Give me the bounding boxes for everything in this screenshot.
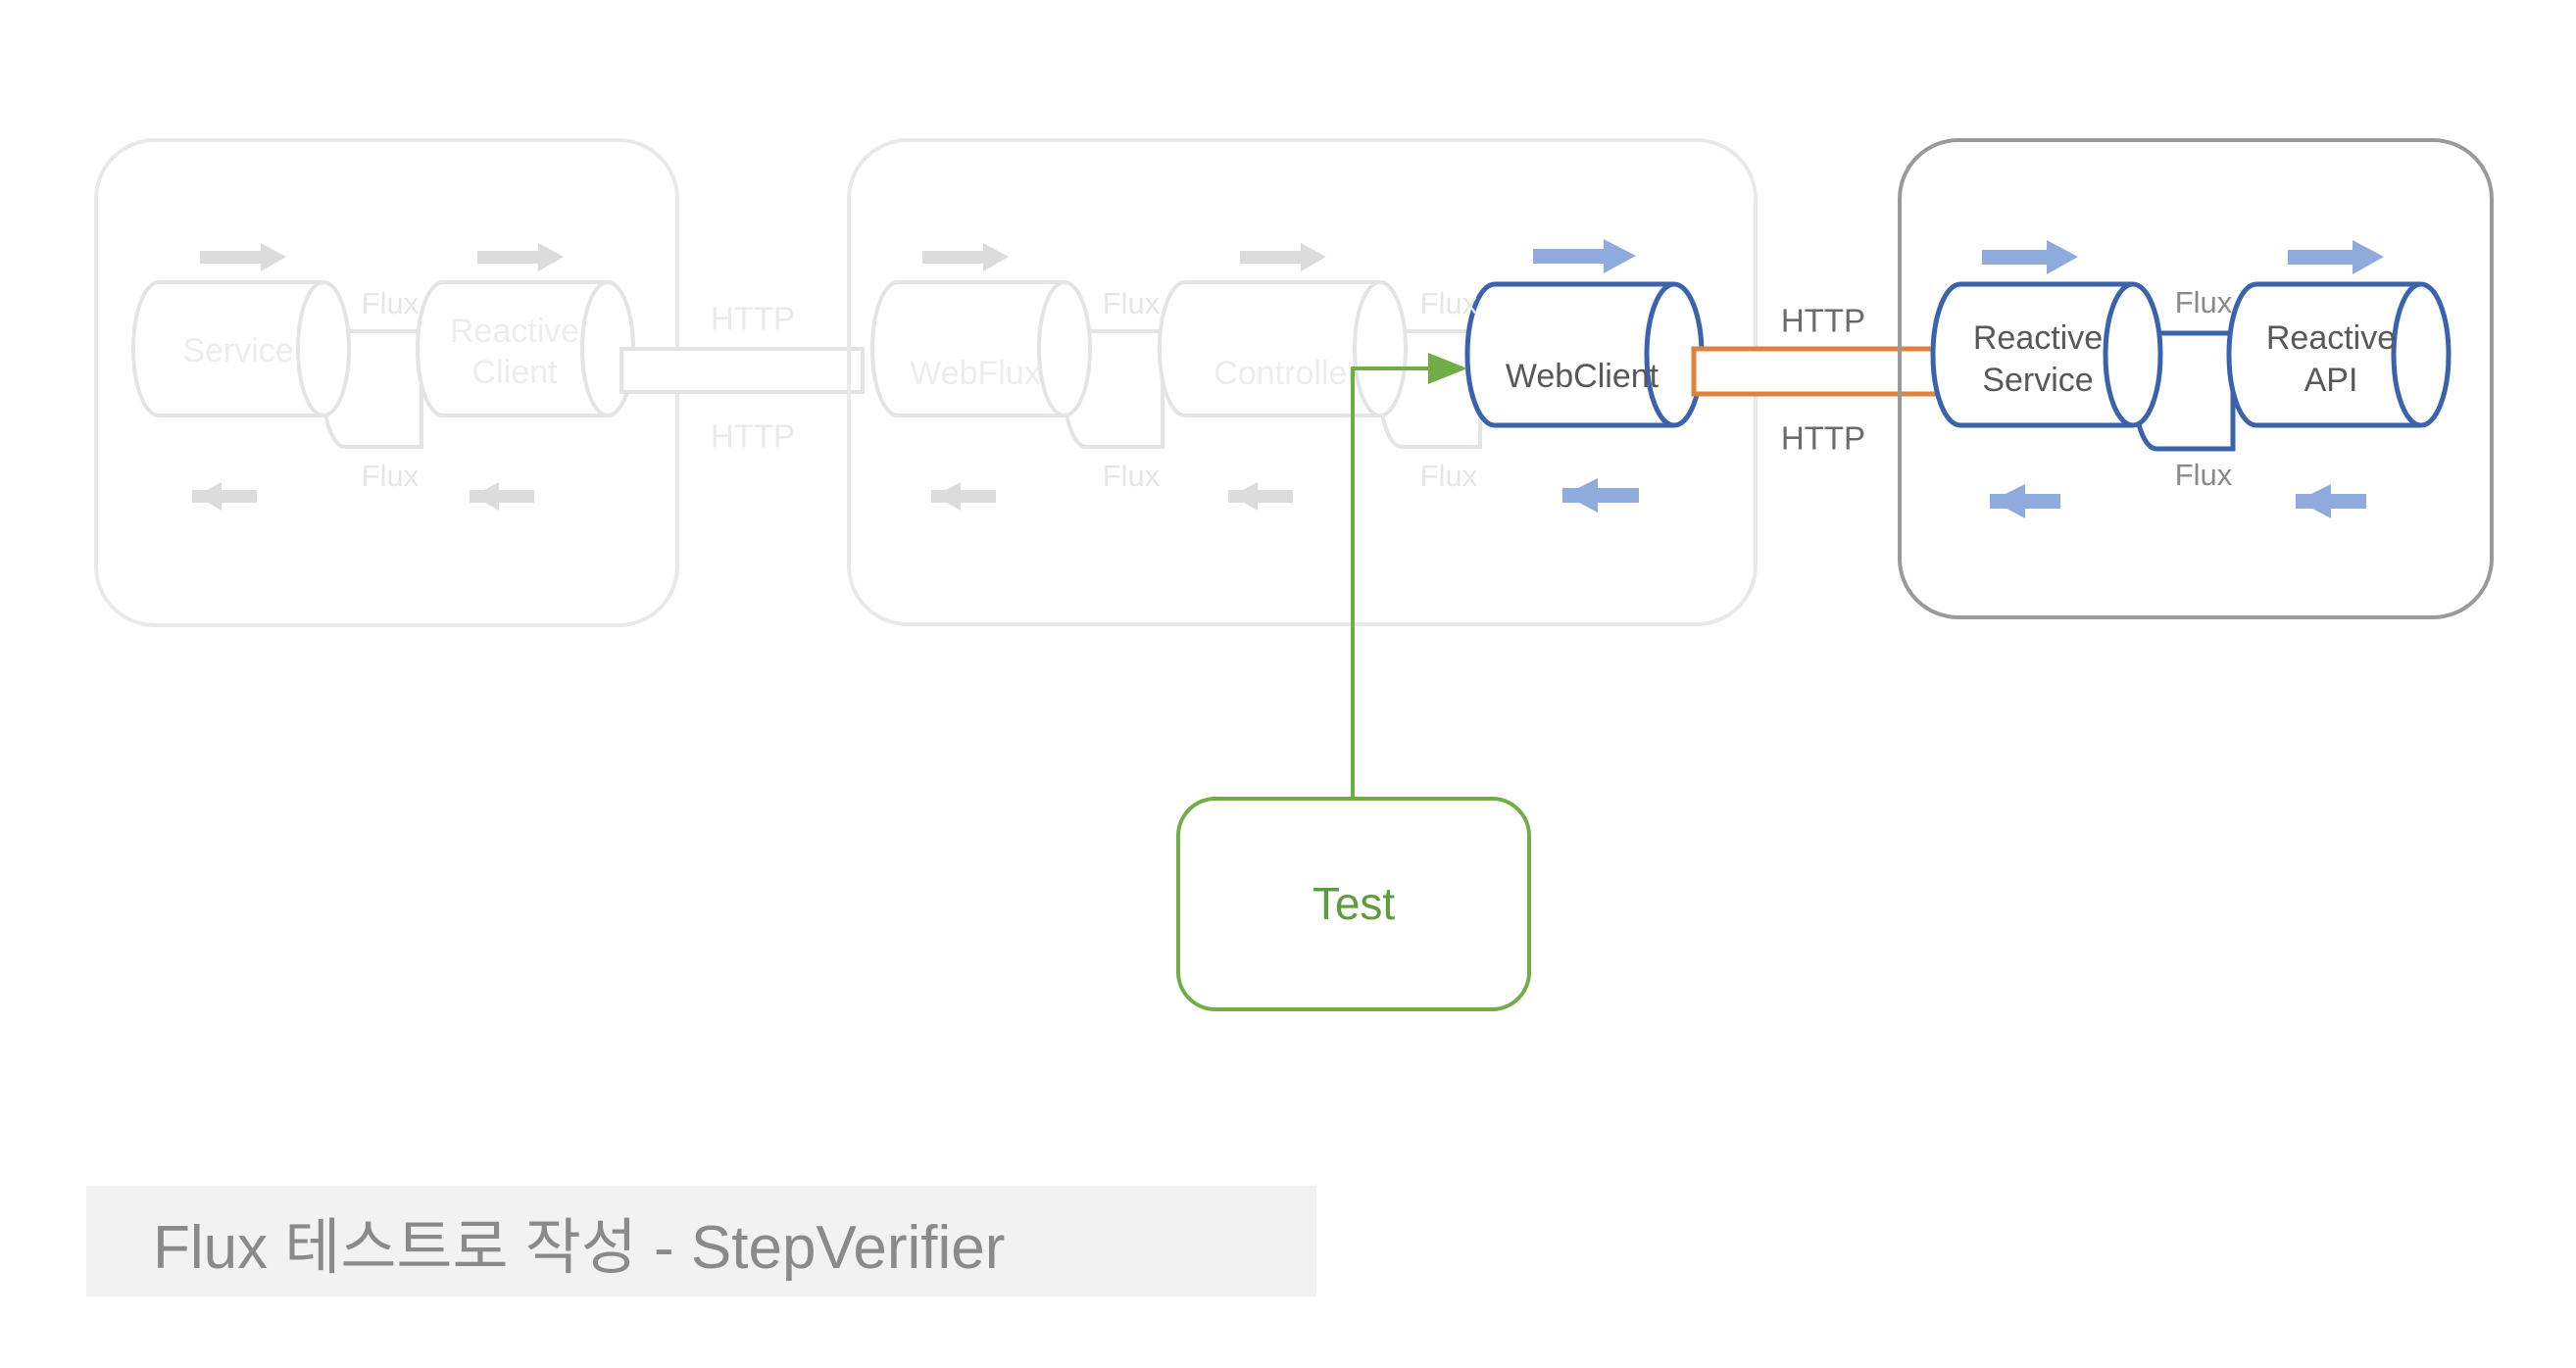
flow-arrow-right-forward-active <box>2288 240 2384 274</box>
flux-label-bottom: Flux <box>1103 459 1161 493</box>
flow-arrow-left-return-active <box>1990 484 2060 518</box>
node-reactive-client-label-line2: Client <box>472 354 558 391</box>
flux-label-top: Flux <box>1103 286 1161 320</box>
flux-label-top: Flux <box>362 286 420 320</box>
test-box[interactable]: Test <box>1176 797 1531 1011</box>
test-box-shape <box>1176 797 1531 1011</box>
node-controller-label: Controller <box>1214 355 1358 392</box>
node-service[interactable]: Service <box>131 280 351 417</box>
node-webflux[interactable]: WebFlux <box>870 280 1092 417</box>
node-reactive-api-label-line1: Reactive <box>2266 319 2396 357</box>
node-reactive-client-label-line1: Reactive <box>450 313 579 350</box>
flow-arrow-left-return <box>931 482 996 511</box>
flux-label-top: Flux <box>1420 286 1478 320</box>
flow-arrow-left-return <box>470 482 534 511</box>
flux-label-top: Flux <box>2175 285 2233 319</box>
flux-label-bottom: Flux <box>1420 459 1478 493</box>
caption-band: Flux 테스트로 작성 - StepVerifier <box>86 1186 1316 1296</box>
flux-label-bottom: Flux <box>2175 458 2233 492</box>
node-reactive-service-label-line1: Reactive <box>1973 319 2103 357</box>
flow-arrow-right-forward <box>1240 243 1326 271</box>
flow-arrow-right-forward-active <box>1533 239 1636 273</box>
flow-arrow-left-return-active <box>2296 484 2366 518</box>
flow-arrow-right-forward <box>200 243 286 271</box>
link-http-left[interactable]: HTTP HTTP <box>619 301 865 455</box>
node-reactive-api-label-line2: API <box>2304 362 2358 399</box>
http-label-top: HTTP <box>711 301 795 337</box>
node-service-label: Service <box>182 332 293 369</box>
arrowhead-icon <box>1428 353 1467 384</box>
node-reactive-service[interactable]: Reactive Service <box>1930 281 2163 428</box>
http-label-bottom: HTTP <box>711 418 795 455</box>
node-reactive-client[interactable]: Reactive Client <box>416 280 635 417</box>
group-external-container <box>1898 138 2494 619</box>
test-connector <box>1351 353 1467 1004</box>
http-label-bottom: HTTP <box>1781 420 1865 457</box>
http-label-top: HTTP <box>1781 303 1865 339</box>
node-reactive-api[interactable]: Reactive API <box>2226 281 2452 428</box>
flow-arrow-right-forward <box>922 243 1009 271</box>
group-server[interactable]: WebFlux Controller WebClient Flux Flux F… <box>847 138 1758 626</box>
flux-label-bottom: Flux <box>362 459 420 493</box>
node-webflux-label: WebFlux <box>910 355 1041 392</box>
flow-arrow-right-forward <box>477 243 564 271</box>
node-reactive-service-label-line2: Service <box>1982 362 2093 399</box>
flow-arrow-left-return <box>192 482 257 511</box>
group-external[interactable]: Reactive Service Reactive API Flux Flux <box>1898 138 2494 619</box>
node-webclient[interactable]: WebClient <box>1464 281 1705 428</box>
caption-text: Flux 테스트로 작성 - StepVerifier <box>153 1213 1006 1282</box>
node-webclient-label: WebClient <box>1506 358 1660 395</box>
flow-arrow-left-return-active <box>1562 478 1639 513</box>
group-client[interactable]: Service Reactive Client Flux Flux <box>94 138 679 627</box>
flow-arrow-left-return <box>1228 482 1293 511</box>
node-controller[interactable]: Controller <box>1158 280 1408 417</box>
link-http-right[interactable]: HTTP HTTP <box>1691 303 1958 457</box>
test-box-label: Test <box>1313 878 1396 929</box>
flow-arrow-right-forward-active <box>1982 240 2078 274</box>
